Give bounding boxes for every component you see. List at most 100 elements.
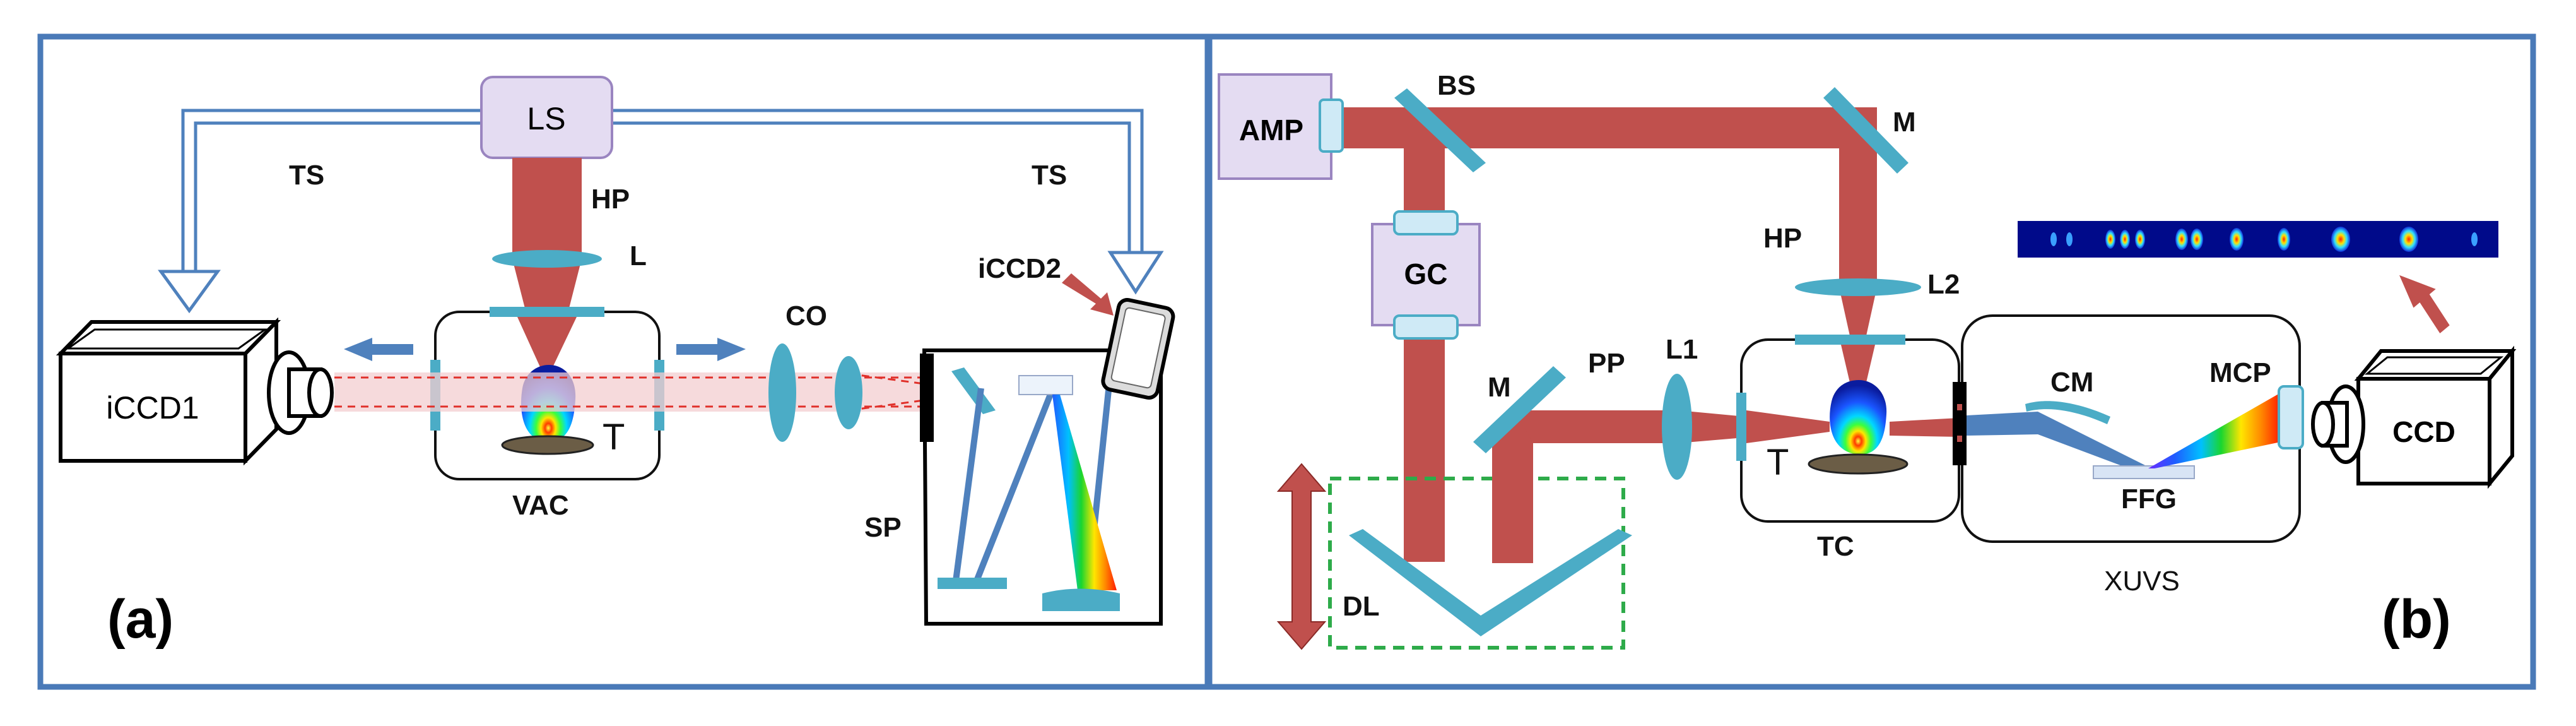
beam-in-tc xyxy=(1746,410,1830,443)
t-label-a: T xyxy=(603,417,625,458)
vac-label: VAC xyxy=(512,490,569,521)
l1-label: L1 xyxy=(1666,334,1698,365)
collimating-mirror-a xyxy=(938,578,1007,589)
ccd-label: CCD xyxy=(2392,415,2455,448)
target-b xyxy=(1808,453,1908,475)
right-arrow-a xyxy=(676,338,746,361)
harmonic-spot xyxy=(2066,232,2073,246)
lens-l1 xyxy=(1662,374,1692,480)
l2-label: L2 xyxy=(1927,269,1960,300)
iccd1-camera xyxy=(56,317,334,466)
sp-ray-1 xyxy=(953,388,984,581)
gc-window-top xyxy=(1393,210,1459,235)
mirror-top xyxy=(1823,87,1908,174)
harmonic-spot xyxy=(2120,230,2130,249)
amp-window xyxy=(1319,98,1344,153)
cm-label: CM xyxy=(2050,367,2093,398)
target-a xyxy=(501,435,594,455)
entrance-mirror xyxy=(951,367,996,414)
beam-dl-return xyxy=(1492,455,1533,563)
xuvs-label: XUVS xyxy=(2104,566,2180,597)
amp-label: AMP xyxy=(1239,114,1303,146)
co-lens-1 xyxy=(768,343,796,442)
hp-beam xyxy=(512,158,582,259)
co-lens-2 xyxy=(835,356,862,429)
trigger-signal-right xyxy=(609,109,1164,295)
hp-label-b: HP xyxy=(1763,223,1802,254)
iccd2-label: iCCD2 xyxy=(978,253,1061,284)
tc-label: TC xyxy=(1817,531,1854,562)
ffg-label: FFG xyxy=(2121,484,2177,515)
delay-arrow xyxy=(1276,463,1327,650)
pp-label: PP xyxy=(1588,348,1625,379)
chamber-window-top xyxy=(490,307,604,317)
beam-down-hp xyxy=(1839,148,1877,287)
hp-label-a: HP xyxy=(591,184,630,215)
harmonic-spot xyxy=(2050,232,2057,246)
beam-corner xyxy=(1492,410,1533,455)
panel-a: LS HP L TS TS T VAC CO xyxy=(56,76,1175,650)
mcp-detector xyxy=(2278,385,2304,449)
lens-l xyxy=(492,250,602,268)
xuv-spectrum-b xyxy=(2148,393,2281,468)
harmonic-image xyxy=(2018,221,2498,258)
beam-to-pp xyxy=(1514,410,1672,443)
gc-window-bottom xyxy=(1393,314,1459,340)
focused-beam-b xyxy=(1839,287,1877,359)
gc-label: GC xyxy=(1404,258,1448,290)
iccd1-label: iCCD1 xyxy=(106,390,199,425)
trigger-signal-left xyxy=(158,109,483,314)
plasma-plume-b xyxy=(1830,380,1887,455)
focused-beam-b-inner xyxy=(1841,345,1875,404)
focused-beam-a-inner xyxy=(517,317,577,372)
cylindrical-mirror xyxy=(2025,401,2110,424)
bs-label: BS xyxy=(1437,70,1476,101)
beam-splitter xyxy=(1394,88,1486,172)
ts-label-left: TS xyxy=(289,160,324,191)
panel-b-frame xyxy=(1206,33,2536,690)
mirror-mid xyxy=(1473,366,1566,453)
m-label-mid: M xyxy=(1488,372,1511,403)
iccd2-arrow xyxy=(1062,273,1114,316)
harmonic-spot xyxy=(2278,228,2290,251)
ffg-grating xyxy=(2093,465,2195,479)
xuv-beam-in xyxy=(1967,412,2151,472)
harmonic-spot xyxy=(2135,230,2145,249)
ccd-camera xyxy=(2311,345,2517,489)
sp-label: SP xyxy=(864,512,902,543)
retroreflector xyxy=(1349,529,1632,636)
harmonic-spot xyxy=(2175,229,2188,250)
xuvs-aperture xyxy=(1953,382,1967,465)
left-arrow-a xyxy=(344,338,413,361)
panel-a-tag: (a) xyxy=(107,589,173,650)
dl-label: DL xyxy=(1343,591,1380,622)
tc-window-top xyxy=(1795,335,1905,345)
spectrometer-slit xyxy=(920,354,934,442)
emission-band xyxy=(334,372,921,412)
ls-label: LS xyxy=(527,101,565,136)
delay-line-box xyxy=(1328,477,1625,650)
grating-a xyxy=(1018,375,1073,395)
t-label-b: T xyxy=(1767,442,1789,483)
xuv-beam-tc xyxy=(1890,418,1959,437)
harmonic-spot xyxy=(2105,230,2115,249)
tc-window-left xyxy=(1736,393,1746,461)
panel-b: AMP BS M GC HP L2 DL M PP L1 xyxy=(1218,70,2517,650)
harmonic-spot xyxy=(2399,227,2418,252)
iccd2-screen xyxy=(1110,307,1166,389)
m-label-top: M xyxy=(1893,107,1916,138)
l-label: L xyxy=(630,241,647,271)
harmonic-spots xyxy=(2050,227,2478,252)
ts-label-right: TS xyxy=(1032,160,1067,191)
harmonic-spot xyxy=(2471,232,2478,246)
harmonic-spot xyxy=(2331,227,2350,252)
sp-ray-2 xyxy=(973,385,1057,582)
co-label: CO xyxy=(785,301,827,331)
panel-b-tag: (b) xyxy=(2382,589,2451,650)
focusing-mirror-a xyxy=(1042,588,1120,611)
lens-l2 xyxy=(1795,278,1921,296)
harmonic-spot xyxy=(2191,229,2203,250)
dispersed-spectrum-a xyxy=(1052,395,1117,590)
mcp-label: MCP xyxy=(2209,357,2271,388)
